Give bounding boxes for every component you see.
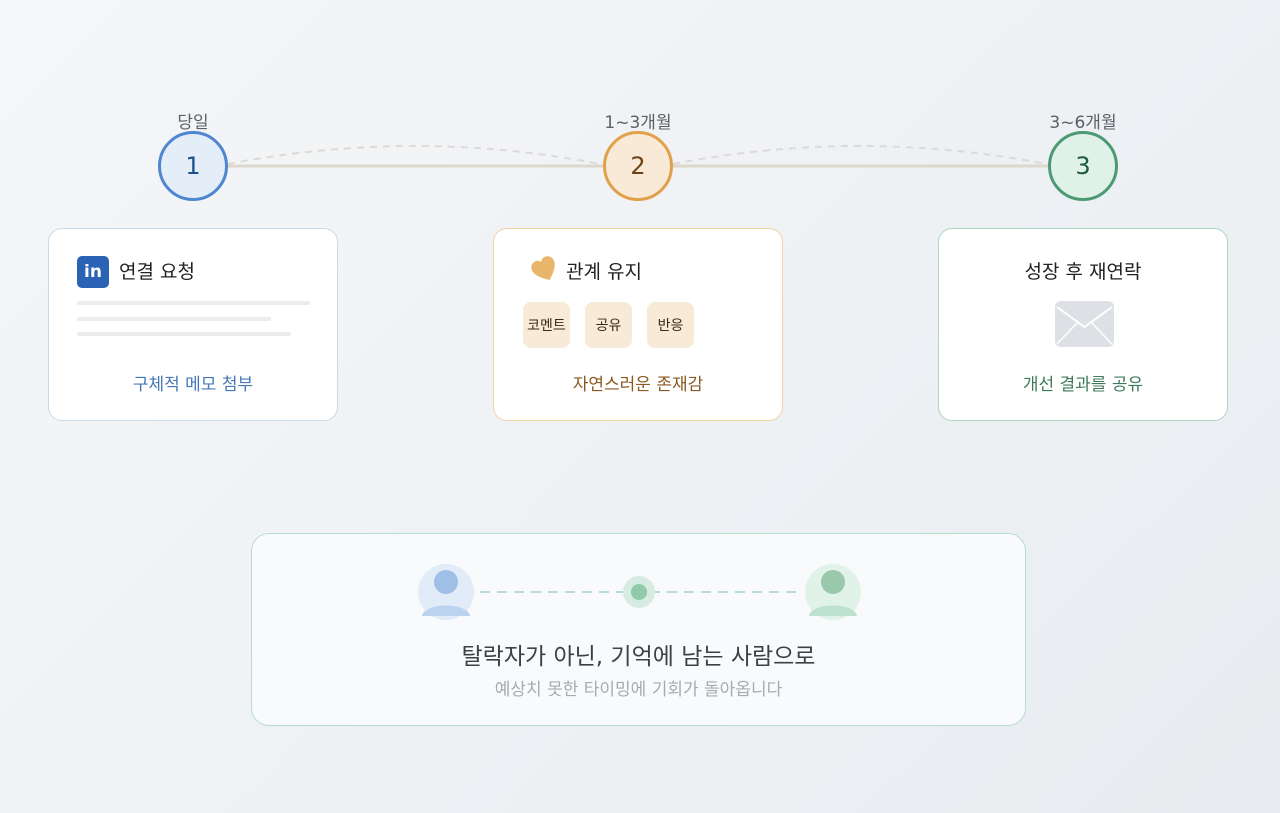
- growth-recontact-card: 성장 후 재연락 개선 결과를 공유: [938, 228, 1228, 421]
- summary-title: 탈락자가 아닌, 기억에 남는 사람으로: [461, 644, 816, 670]
- placeholder-line: [77, 301, 310, 305]
- placeholder-line: [77, 332, 291, 336]
- step-3-circle: 3: [1048, 131, 1118, 201]
- connection-illustration: [418, 564, 861, 620]
- chip-reaction: 반응: [647, 302, 694, 348]
- envelope-icon: [1055, 301, 1114, 347]
- chip-comment: 코멘트: [523, 302, 570, 348]
- step-2-circle: 2: [603, 131, 673, 201]
- relationship-title: 관계 유지: [566, 261, 642, 283]
- heart-icon: [531, 256, 555, 280]
- connect-request-title: 연결 요청: [119, 261, 195, 283]
- summary-subtitle: 예상치 못한 타이밍에 기회가 돌아옵니다: [494, 680, 783, 700]
- step-2-label: 1~3개월: [604, 113, 672, 133]
- linkedin-icon: in: [77, 256, 109, 288]
- step-3-number: 3: [1075, 152, 1091, 180]
- step-1-circle: 1: [158, 131, 228, 201]
- step-1-label: 당일: [177, 113, 209, 133]
- step-3-label: 3~6개월: [1049, 113, 1117, 133]
- step-1-number: 1: [185, 152, 201, 180]
- step-2-number: 2: [630, 152, 646, 180]
- summary-box: 탈락자가 아닌, 기억에 남는 사람으로 예상치 못한 타이밍에 기회가 돌아옵…: [251, 533, 1026, 726]
- relationship-card: 관계 유지 코멘트 공유 반응 자연스러운 존재감: [493, 228, 783, 421]
- connect-request-card: in 연결 요청 구체적 메모 첨부: [48, 228, 338, 421]
- growth-recontact-footer: 개선 결과를 공유: [1022, 375, 1144, 395]
- growth-recontact-title: 성장 후 재연락: [1024, 261, 1142, 283]
- chip-share: 공유: [585, 302, 632, 348]
- relationship-footer: 자연스러운 존재감: [572, 375, 704, 395]
- placeholder-line: [77, 317, 271, 321]
- connect-request-footer: 구체적 메모 첨부: [132, 375, 254, 395]
